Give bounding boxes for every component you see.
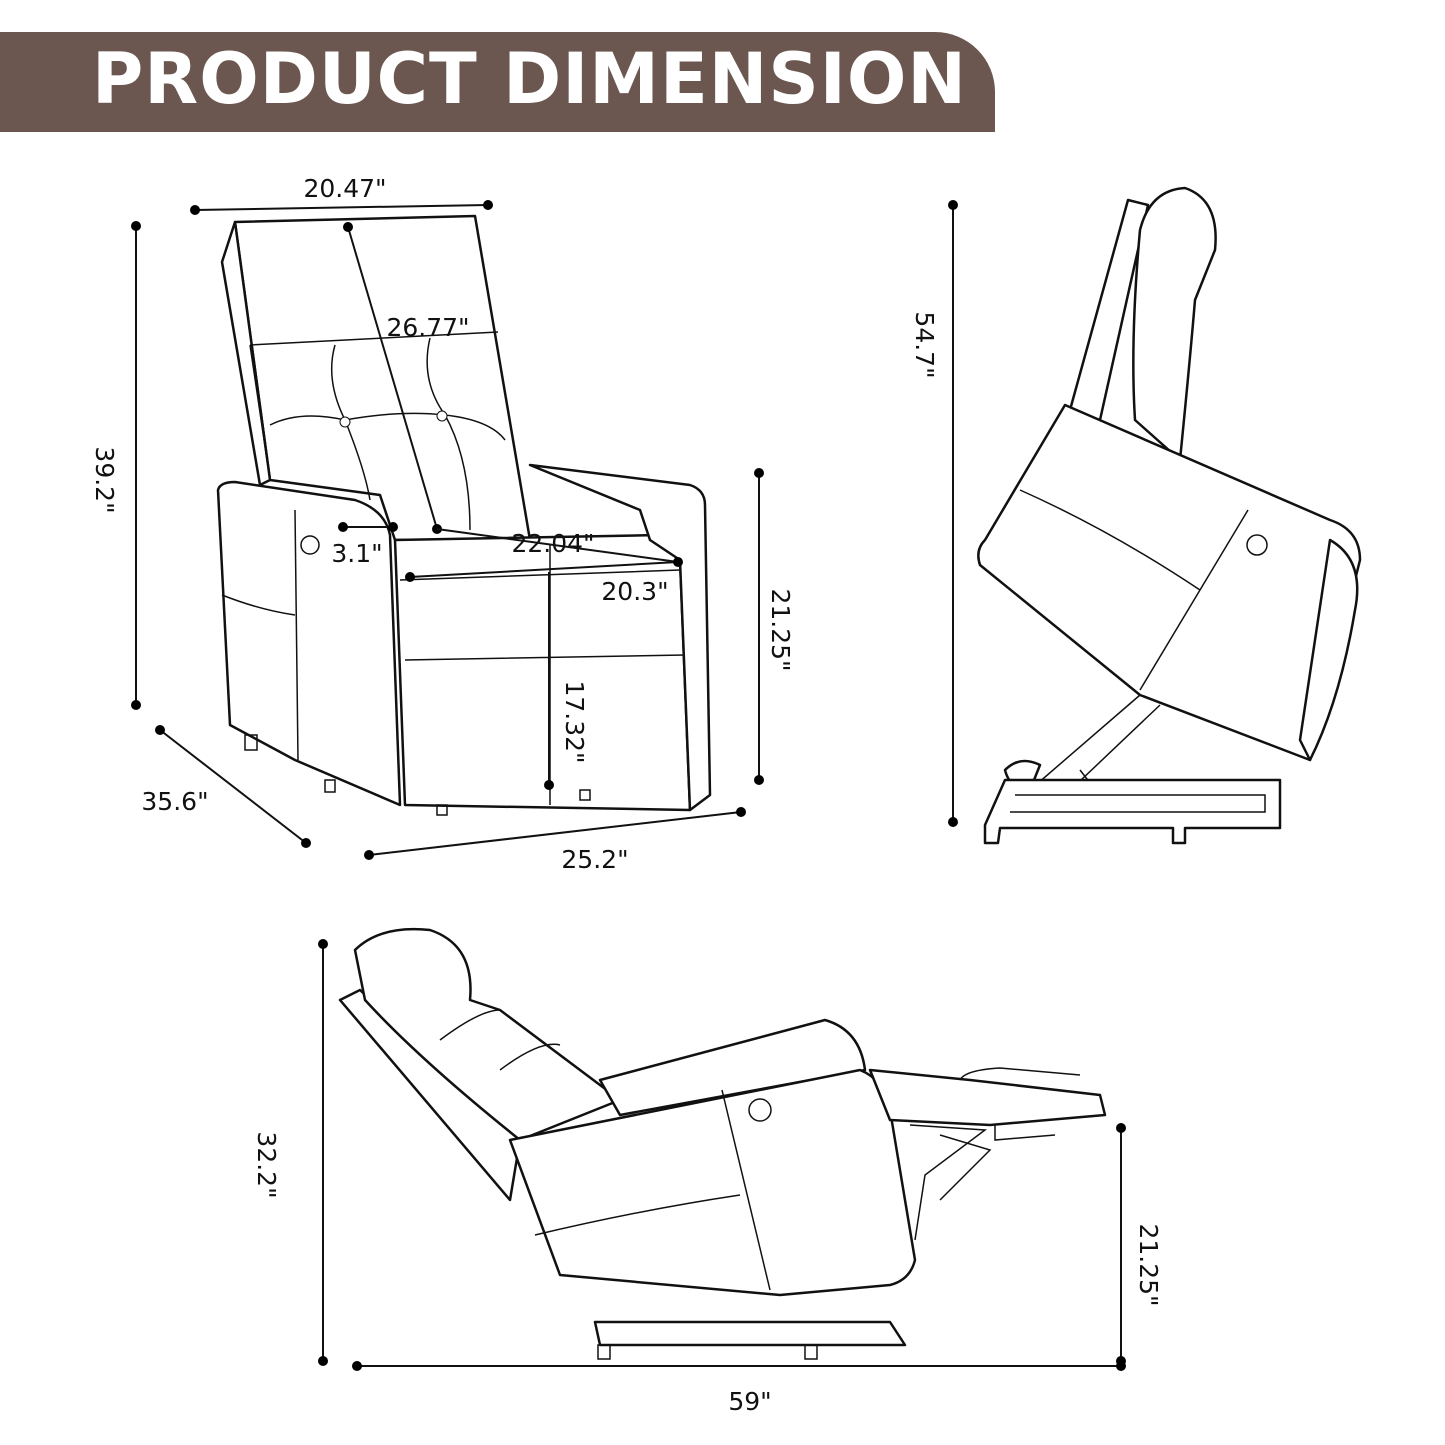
dim-seat-width: 20.3" [601, 577, 668, 606]
dim-width: 25.2" [561, 845, 628, 874]
dim-seat-depth: 22.04" [511, 529, 594, 558]
recline-dimension-lines [318, 939, 1126, 1371]
dim-seat-height: 17.32" [560, 680, 589, 763]
dim-top-width: 20.47" [303, 174, 386, 203]
dim-footrest-height: 21.25" [1134, 1223, 1163, 1306]
header-banner [0, 32, 995, 132]
dim-depth: 35.6" [141, 787, 208, 816]
front-view-chair [216, 214, 712, 816]
dim-arm-height: 21.25" [766, 588, 795, 671]
dim-recline-length: 59" [728, 1387, 771, 1416]
dim-back-height: 26.77" [386, 313, 469, 342]
page-title: PRODUCT DIMENSION [92, 38, 967, 120]
front-view-dimension-lines [131, 200, 764, 860]
dim-recline-height: 32.2" [252, 1131, 281, 1198]
dim-arm-width: 3.1" [331, 539, 382, 568]
recline-view-chair [338, 927, 1107, 1360]
dim-overall-height: 39.2" [90, 446, 119, 513]
lift-view-chair [977, 186, 1362, 845]
dim-lift-height: 54.7" [910, 311, 939, 378]
